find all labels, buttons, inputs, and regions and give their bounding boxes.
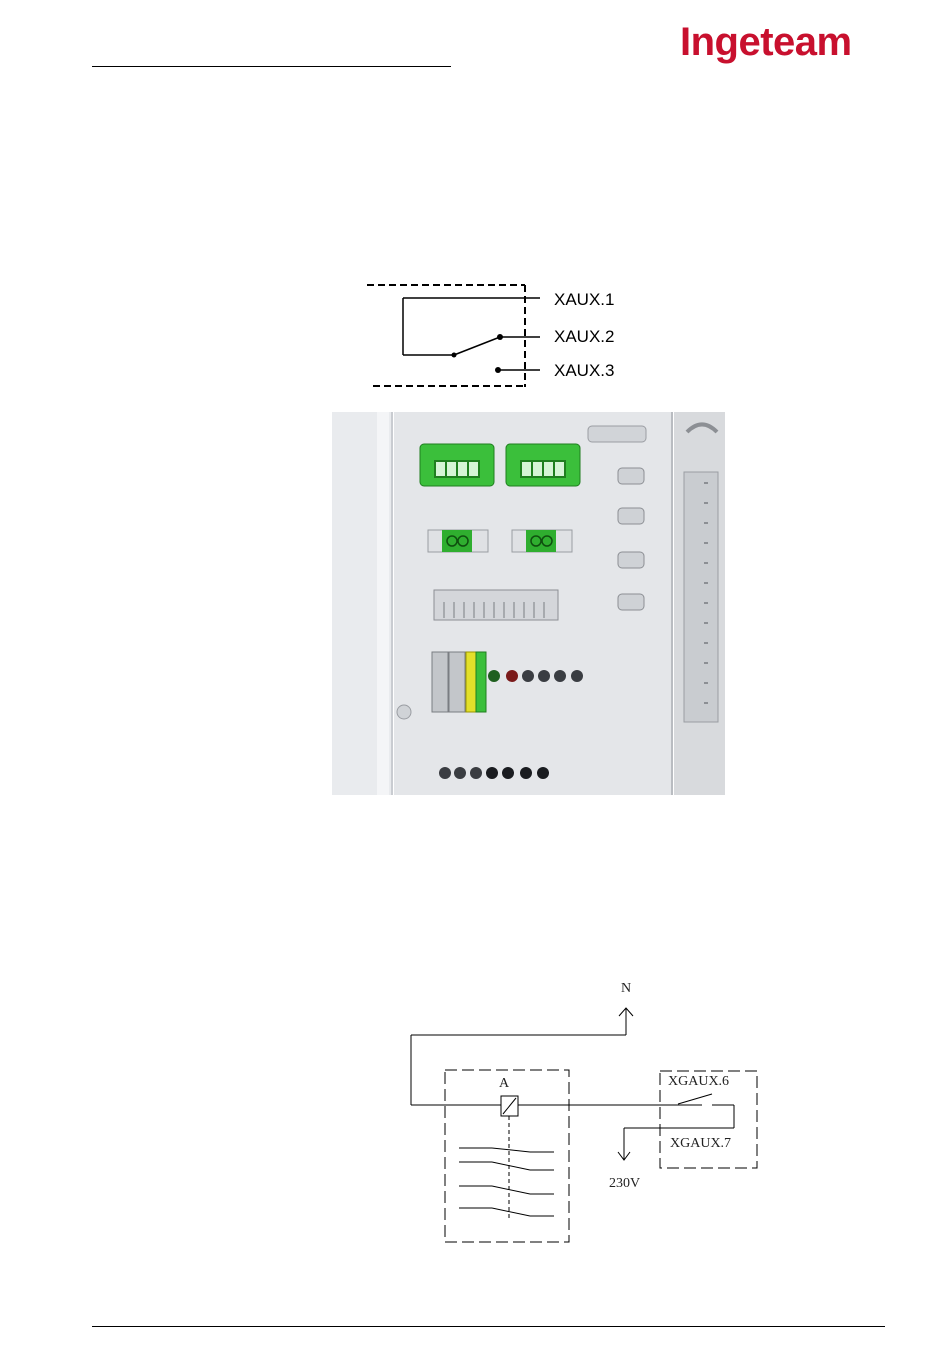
voltage-label: 230V (609, 1176, 640, 1192)
footer-rule (92, 1326, 885, 1327)
terminal-label-xgaux6: XGAUX.6 (668, 1074, 729, 1090)
terminal-label-xgaux7: XGAUX.7 (670, 1136, 731, 1152)
relay-label: A (499, 1076, 509, 1092)
neutral-label: N (621, 981, 631, 997)
